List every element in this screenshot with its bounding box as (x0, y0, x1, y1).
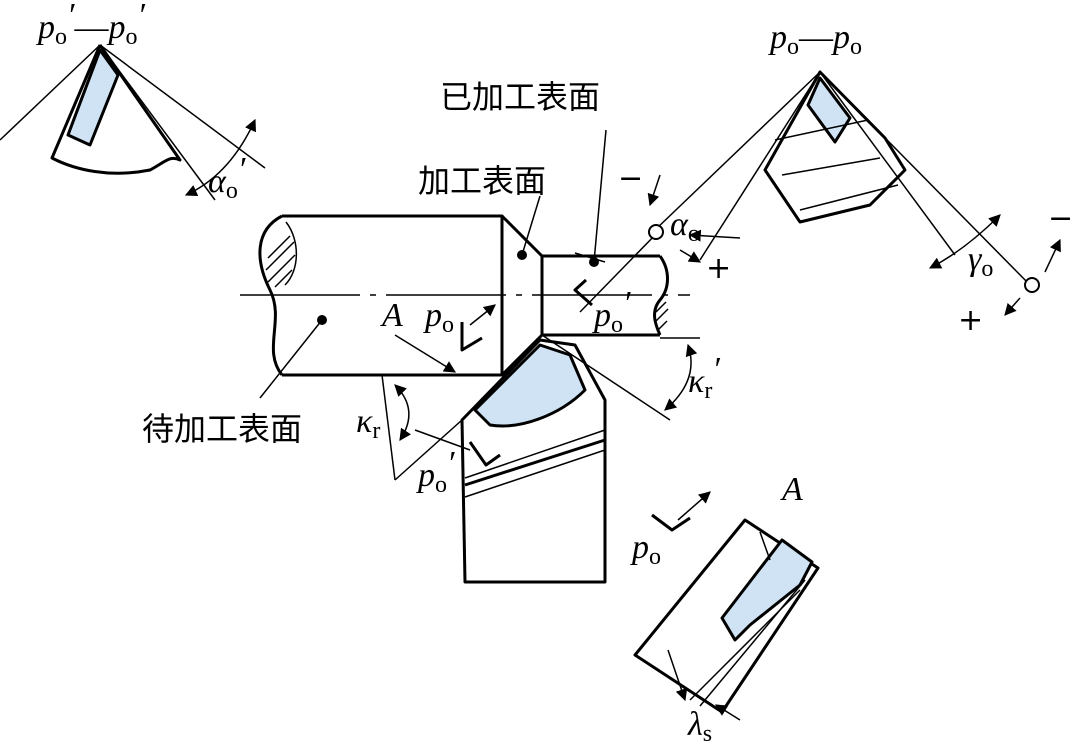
minor-edge-extension (541, 334, 671, 421)
unmachined-leader (259, 319, 323, 399)
pop-bottom-label: po′ (416, 445, 455, 498)
po-hatch-3 (799, 184, 899, 211)
view-a-po-corner-mark (651, 513, 691, 532)
finished-leader (593, 129, 607, 263)
leaders (259, 129, 607, 399)
gamma-o-label: γo (968, 241, 993, 282)
po-section-indicator (460, 304, 496, 352)
finished-surface-label: 已加工表面 (440, 78, 600, 116)
section-po-title: po—po (768, 19, 862, 60)
view-a-tool-face (720, 538, 814, 642)
alpha-o-plus-sign: + (706, 251, 731, 286)
alpha-op-label: αo′ (208, 151, 246, 204)
kappa-r-arc (394, 384, 411, 441)
po-ref-line-4 (699, 71, 821, 261)
pop-ref-line-2 (99, 44, 266, 169)
pop-ref-line-1 (0, 44, 101, 141)
finished-surface-leader-tick (574, 252, 606, 263)
main-view-guides (381, 229, 700, 481)
kappa-rp-arc (664, 343, 698, 411)
view-a-edge-1 (759, 531, 771, 561)
po-hatch-1 (774, 119, 869, 141)
gamma-o-arc (928, 214, 1001, 269)
workpiece-break-right-hatch (654, 301, 669, 332)
po-tool-profile (763, 70, 907, 224)
kappa-r-label: κr (356, 403, 380, 444)
kappa-rp-label: κr′ (688, 351, 720, 404)
tool-rake-face (473, 343, 587, 428)
machining-leader (521, 195, 541, 256)
alpha-o-dim (688, 229, 741, 242)
pop-main-label: po′ (592, 285, 631, 338)
major-edge-extension (394, 419, 463, 481)
workpiece-break-right (653, 255, 669, 336)
po-main-label: po (423, 297, 454, 338)
pop-bottom-line (414, 429, 471, 451)
pop-section-line (579, 229, 661, 313)
pop-corner-mark (573, 278, 593, 307)
section-pop-pop (0, 44, 266, 201)
tool-edge-line-2 (464, 449, 606, 498)
po-hatch-2 (781, 157, 881, 176)
po-tool-face (806, 76, 852, 144)
view-a (633, 491, 820, 721)
gamma-o-plus-sign: + (958, 303, 983, 338)
section-po-po (647, 70, 1061, 316)
unmachined-surface-label: 待加工表面 (142, 410, 302, 448)
tool-chamfer-line (464, 438, 606, 487)
gamma-o-arrow-top (1044, 238, 1061, 273)
po-ref-line-1 (654, 71, 821, 231)
workpiece (240, 214, 690, 377)
alpha-o-label: αo (670, 206, 700, 247)
lambda-s-arrow-1 (667, 649, 688, 702)
workpiece-break-hatch (265, 221, 298, 288)
alpha-o-minus-sign: − (618, 161, 643, 196)
pop-bottom-corner-mark (468, 441, 501, 467)
tool-body (460, 338, 607, 584)
alpha-o-pivot (648, 224, 664, 240)
view-a-edge-3 (699, 579, 806, 707)
cutting-tool (460, 338, 607, 584)
po-view-label: po (630, 529, 661, 570)
gamma-o-pivot (1024, 277, 1040, 293)
pop-bottom-indicator (414, 429, 501, 467)
po-ref-line-3 (819, 71, 956, 256)
pop-tool-face (66, 48, 120, 147)
po-direction-arrow (469, 304, 496, 326)
point-a-arrow (394, 334, 457, 373)
view-a-po-arrow (677, 491, 711, 521)
alpha-o-arrow-top (647, 174, 661, 207)
po-corner-mark (460, 322, 483, 352)
pop-main-indicator (573, 278, 593, 307)
gamma-o-minus-sign: − (1048, 201, 1073, 236)
tool-edge-line-1 (464, 429, 606, 479)
section-pop-title: po′—po′ (36, 0, 145, 50)
point-a-label: A (380, 297, 403, 334)
view-a-label: A (780, 471, 803, 508)
alpha-o-arrow-bottom (679, 249, 702, 263)
lambda-s-label: λs (687, 706, 712, 746)
gamma-o-arrow-bottom (1004, 297, 1021, 316)
pop-tool-profile (50, 44, 182, 175)
alpha-op-arc (184, 118, 256, 196)
lambda-s-arrow-2 (714, 704, 741, 721)
workpiece-break-left (258, 214, 284, 376)
kappa-r-ref-line (381, 374, 396, 481)
machining-surface-label: 加工表面 (418, 162, 546, 200)
